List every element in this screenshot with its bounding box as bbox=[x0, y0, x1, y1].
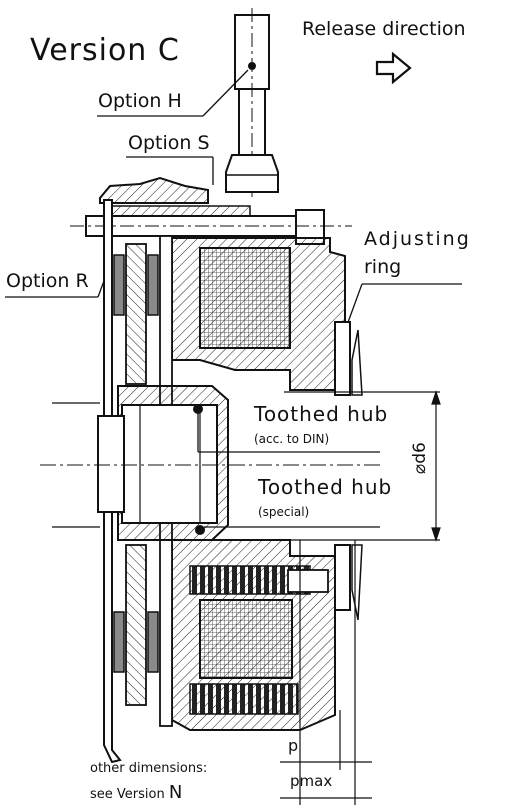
other-dimensions-prefix: see Version bbox=[90, 787, 165, 802]
option-s-label: Option S bbox=[128, 132, 210, 154]
toothed-hub-special-note: (special) bbox=[258, 505, 310, 519]
release-direction-label: Release direction bbox=[302, 18, 466, 40]
dimension-pmax-label: pmax bbox=[290, 772, 333, 790]
toothed-hub-din-note: (acc. to DIN) bbox=[254, 432, 330, 446]
top-screw bbox=[70, 205, 352, 245]
hub-and-shaft bbox=[40, 385, 380, 541]
toothed-hub-leaders bbox=[197, 409, 380, 528]
adjusting-ring-label-line2: ring bbox=[364, 256, 402, 278]
other-dimensions-line1: other dimensions: bbox=[90, 761, 208, 776]
dimension-d6-label: ⌀d6 bbox=[410, 442, 430, 474]
magnet-housing bbox=[171, 237, 346, 731]
toothed-hub-special-label: Toothed hub bbox=[258, 475, 393, 499]
release-arrow-icon bbox=[375, 51, 412, 85]
option-r-label: Option R bbox=[6, 270, 89, 292]
other-dimensions-version: N bbox=[168, 782, 183, 803]
hand-release-lever bbox=[225, 8, 279, 200]
dimension-p-label: p bbox=[288, 736, 299, 755]
option-h-label: Option H bbox=[98, 90, 182, 112]
adjusting-ring bbox=[334, 321, 363, 621]
adjusting-ring-label-line1: Adjusting bbox=[364, 228, 471, 250]
cover-cap bbox=[99, 176, 209, 204]
toothed-hub-din-label: Toothed hub bbox=[254, 402, 389, 426]
page-title: Version C bbox=[30, 33, 180, 68]
other-dimensions-line2: see Version N bbox=[90, 784, 182, 802]
dimension-lines bbox=[280, 390, 441, 805]
